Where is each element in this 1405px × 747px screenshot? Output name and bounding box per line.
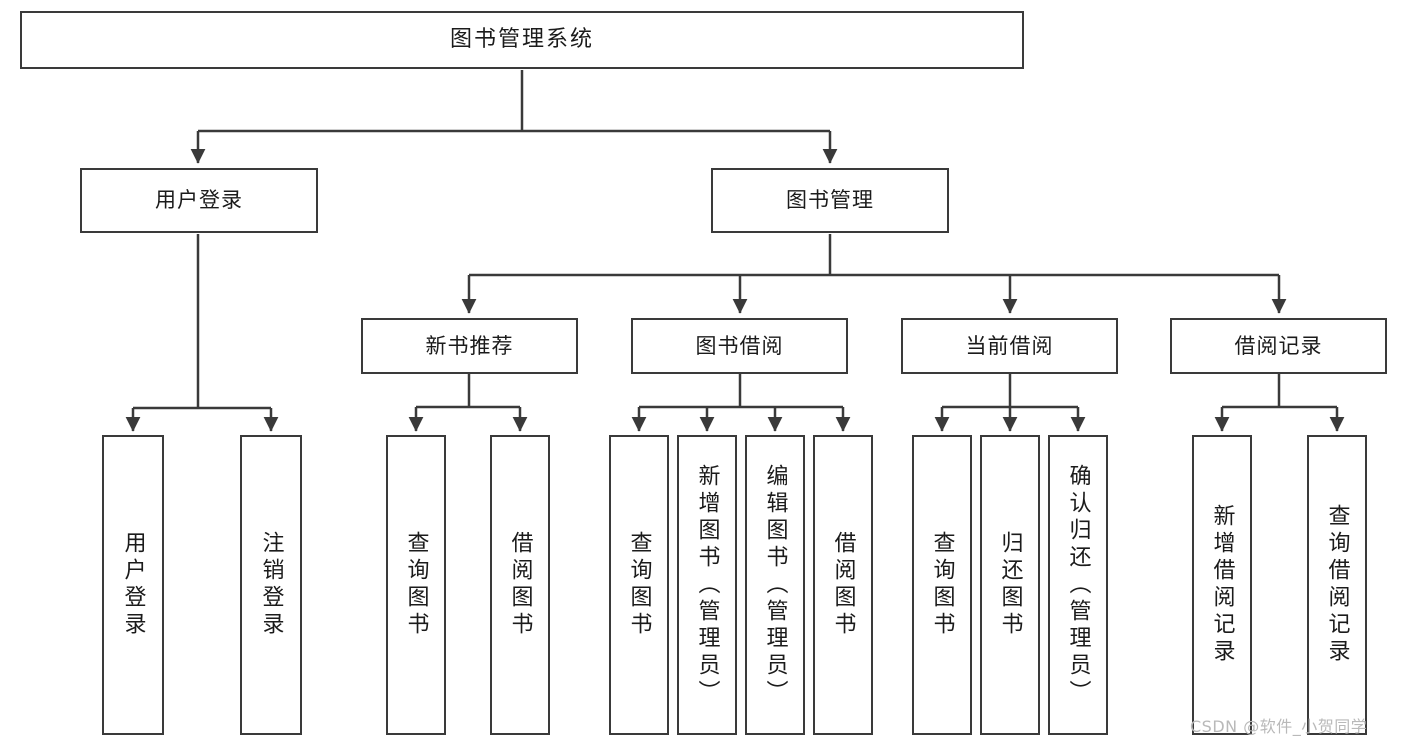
node-leaf-edit-book-label: 编辑图书（管理员） <box>762 463 788 707</box>
node-book-borrow[interactable]: 图书借阅 <box>631 318 848 374</box>
watermark-text: CSDN @软件_小贺同学 <box>1190 717 1368 736</box>
node-leaf-query-book-2-label: 查询图书 <box>626 531 652 639</box>
node-leaf-query-book-3-label: 查询图书 <box>929 531 955 639</box>
node-leaf-borrow-book-1-label: 借阅图书 <box>507 531 533 639</box>
node-leaf-confirm-return-label: 确认归还（管理员） <box>1065 463 1091 707</box>
node-new-book-recommend-label: 新书推荐 <box>425 333 514 358</box>
node-leaf-query-book-1-label: 查询图书 <box>403 531 429 639</box>
node-leaf-user-login[interactable]: 用户登录 <box>102 435 164 735</box>
node-leaf-query-record[interactable]: 查询借阅记录 <box>1307 435 1367 735</box>
node-book-management[interactable]: 图书管理 <box>711 168 949 233</box>
node-leaf-query-book-3[interactable]: 查询图书 <box>912 435 972 735</box>
node-current-borrow[interactable]: 当前借阅 <box>901 318 1118 374</box>
node-leaf-add-record[interactable]: 新增借阅记录 <box>1192 435 1252 735</box>
node-leaf-return-book[interactable]: 归还图书 <box>980 435 1040 735</box>
node-leaf-query-record-label: 查询借阅记录 <box>1324 504 1350 666</box>
node-leaf-borrow-book-1[interactable]: 借阅图书 <box>490 435 550 735</box>
node-root-label: 图书管理系统 <box>449 27 594 53</box>
node-current-borrow-label: 当前借阅 <box>965 333 1054 358</box>
node-book-management-label: 图书管理 <box>786 188 874 213</box>
node-borrow-record-label: 借阅记录 <box>1234 333 1323 358</box>
node-leaf-user-login-label: 用户登录 <box>120 531 146 639</box>
node-leaf-add-record-label: 新增借阅记录 <box>1209 504 1235 666</box>
node-leaf-return-book-label: 归还图书 <box>997 531 1023 639</box>
node-leaf-add-book-label: 新增图书（管理员） <box>694 463 720 707</box>
node-book-borrow-label: 图书借阅 <box>695 333 784 358</box>
node-user-login-label: 用户登录 <box>155 188 243 213</box>
node-leaf-query-book-1[interactable]: 查询图书 <box>386 435 446 735</box>
node-borrow-record[interactable]: 借阅记录 <box>1170 318 1387 374</box>
node-user-login[interactable]: 用户登录 <box>80 168 318 233</box>
node-leaf-query-book-2[interactable]: 查询图书 <box>609 435 669 735</box>
node-leaf-logout-login[interactable]: 注销登录 <box>240 435 302 735</box>
node-root[interactable]: 图书管理系统 <box>20 11 1024 69</box>
node-leaf-borrow-book-2[interactable]: 借阅图书 <box>813 435 873 735</box>
node-leaf-confirm-return[interactable]: 确认归还（管理员） <box>1048 435 1108 735</box>
node-leaf-logout-login-label: 注销登录 <box>258 531 284 639</box>
node-leaf-edit-book[interactable]: 编辑图书（管理员） <box>745 435 805 735</box>
node-new-book-recommend[interactable]: 新书推荐 <box>361 318 578 374</box>
node-leaf-borrow-book-2-label: 借阅图书 <box>830 531 856 639</box>
node-leaf-add-book[interactable]: 新增图书（管理员） <box>677 435 737 735</box>
